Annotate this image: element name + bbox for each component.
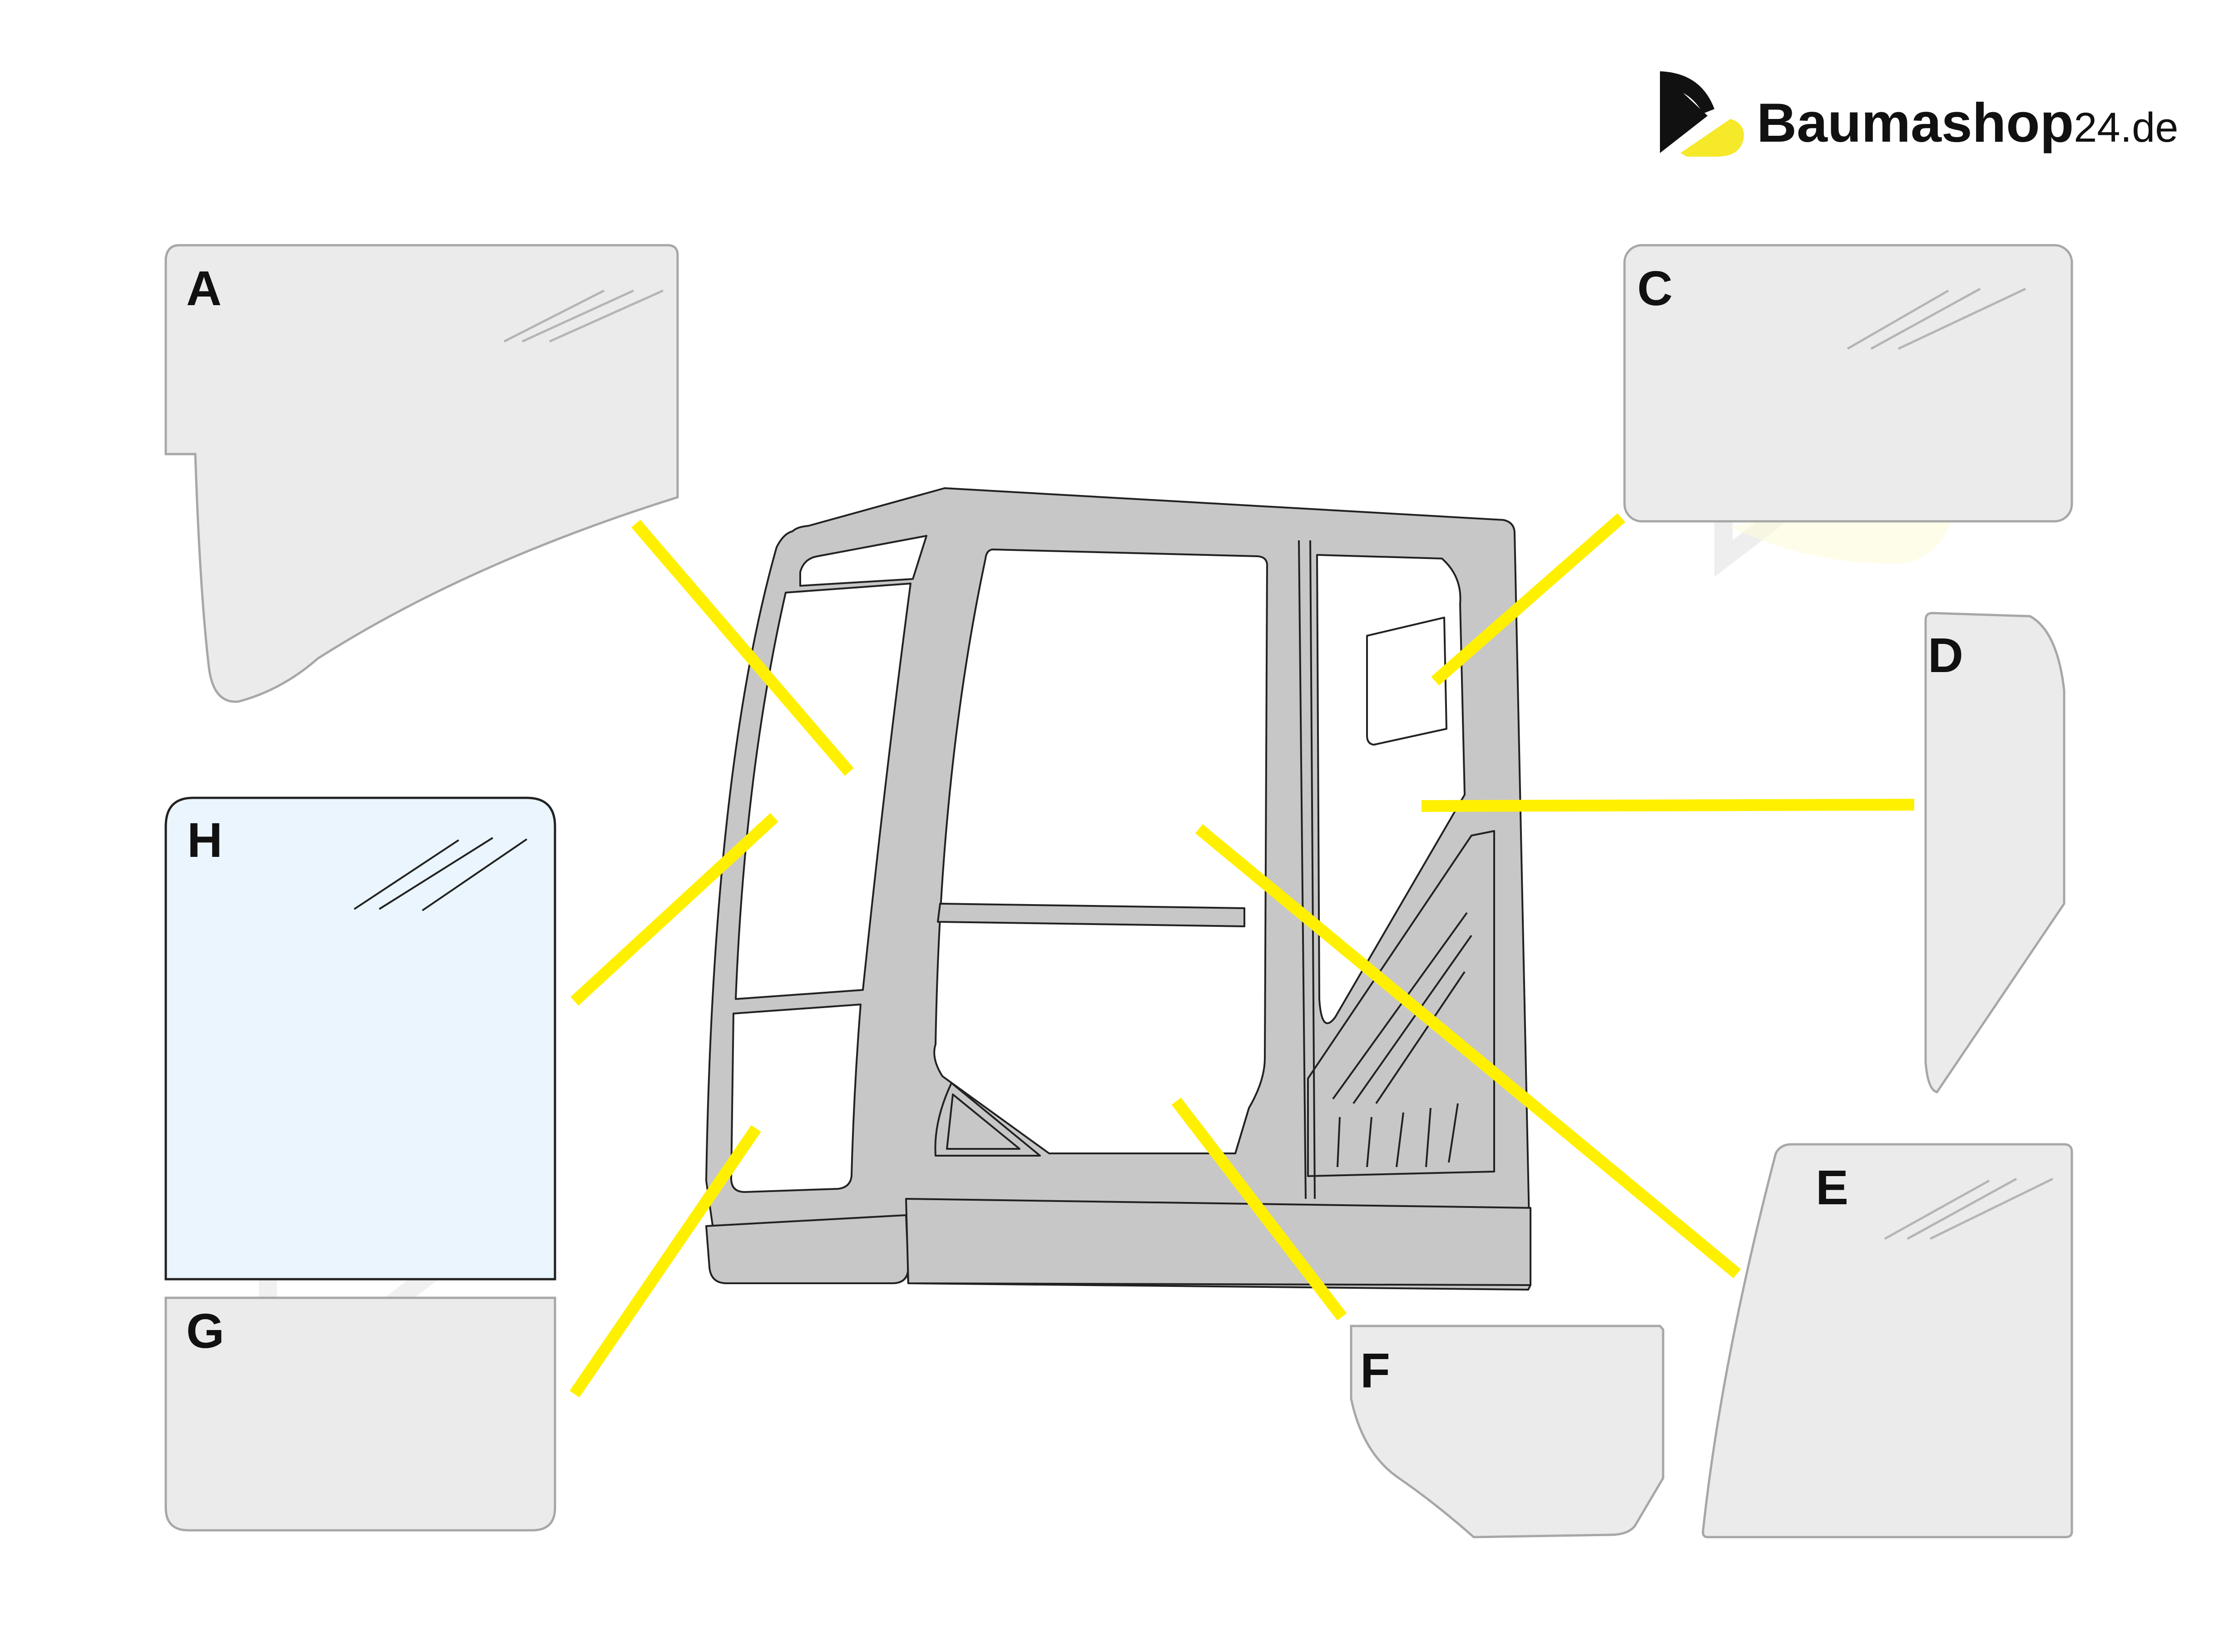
leader-line-f: [1171, 1098, 1347, 1321]
label-c: C: [1637, 261, 1673, 316]
label-h: H: [187, 812, 223, 867]
glass-panel-d[interactable]: D: [1924, 612, 2065, 1093]
label-f: F: [1360, 1343, 1390, 1398]
excavator-cab: [705, 487, 1531, 1291]
brand-tld: 24.de: [2074, 104, 2178, 151]
leader-line-e: [1195, 824, 1741, 1279]
logo-mark-icon: [1660, 71, 1744, 157]
brand-logo[interactable]: Baumashop24.de: [1660, 71, 2178, 157]
leader-line-c: [1431, 513, 1625, 686]
glass-panel-c[interactable]: C: [1623, 244, 2073, 523]
leader-line-g: [570, 1125, 761, 1398]
leader-line-h: [570, 813, 778, 1006]
brand-name: Baumashop: [1757, 92, 2074, 153]
glare-icon: [353, 837, 528, 911]
leader-lines: [570, 513, 1915, 1398]
glare-icon: [1884, 1177, 2054, 1240]
glass-panel-g[interactable]: G: [164, 1296, 556, 1532]
label-e: E: [1816, 1160, 1848, 1215]
glass-panel-e[interactable]: E: [1702, 1143, 2073, 1538]
glass-panel-f[interactable]: F: [1350, 1325, 1664, 1538]
leader-line-d: [1421, 799, 1915, 812]
label-a: A: [186, 261, 222, 316]
label-d: D: [1928, 628, 1963, 683]
leader-line-a: [631, 519, 854, 776]
label-g: G: [186, 1303, 224, 1358]
glass-panel-h[interactable]: H: [164, 796, 556, 1281]
glass-panel-a[interactable]: A: [164, 244, 679, 703]
glare-icon: [1847, 287, 2026, 350]
glare-icon: [503, 289, 664, 343]
svg-text:Baumashop24.de: Baumashop24.de: [1757, 92, 2178, 153]
